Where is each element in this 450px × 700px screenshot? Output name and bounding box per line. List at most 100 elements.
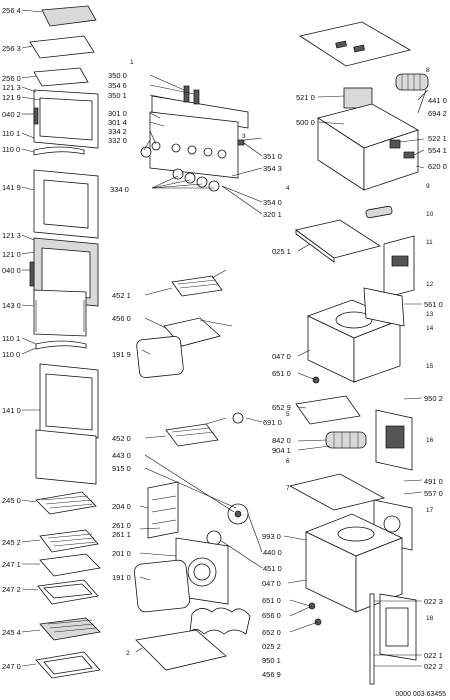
label-354-6: 354 6 bbox=[108, 81, 127, 90]
top-cover bbox=[298, 21, 412, 67]
label-456-0: 456 0 bbox=[112, 314, 131, 323]
label-025-1: 025 1 bbox=[272, 247, 291, 256]
part-191-0 bbox=[134, 559, 190, 613]
part-452-0 bbox=[165, 417, 227, 447]
part-301-0 bbox=[149, 111, 239, 179]
label-620-0: 620 0 bbox=[428, 162, 447, 171]
label-141-0: 141 0 bbox=[2, 406, 21, 415]
label-334-0: 334 0 bbox=[110, 185, 129, 194]
label-110-1: 110 1 bbox=[2, 129, 20, 138]
part-245-0 bbox=[35, 491, 97, 515]
label-521-0: 521 0 bbox=[296, 93, 315, 102]
label-350-0: 350 0 bbox=[108, 71, 127, 80]
ref-2: 2 bbox=[126, 650, 130, 657]
label-040-2: 040 2 bbox=[2, 110, 21, 119]
label-245-0: 245 0 bbox=[2, 496, 21, 505]
label-950-2: 950 2 bbox=[424, 394, 443, 403]
part-245-4 bbox=[39, 617, 101, 641]
ref-4: 4 bbox=[286, 185, 290, 192]
part-354-6 bbox=[193, 89, 200, 105]
ref-16: 16 bbox=[426, 437, 434, 444]
label-301-0: 301 0 bbox=[108, 109, 127, 118]
knob-332-0 bbox=[140, 146, 152, 158]
part-245-2 bbox=[39, 529, 99, 553]
glass-inner-141-0 bbox=[45, 373, 93, 431]
door-handle-upper bbox=[33, 146, 85, 156]
label-201-0: 201 0 bbox=[112, 549, 131, 558]
knob-334-0-b bbox=[184, 172, 196, 184]
label-320-1: 320 1 bbox=[263, 210, 282, 219]
control-panel-strip bbox=[151, 95, 249, 129]
label-191-0: 191 0 bbox=[112, 573, 131, 582]
left-column-parts: 256 4 256 3 256 0 121 3 121 9 040 2 110 … bbox=[2, 5, 101, 679]
door-handle-lower bbox=[35, 340, 87, 350]
vent-duct bbox=[365, 205, 393, 219]
ref-9: 9 bbox=[426, 183, 430, 190]
part-247-1 bbox=[39, 553, 101, 577]
label-110-0: 110 0 bbox=[2, 145, 20, 154]
label-261-0: 261 0 bbox=[112, 521, 131, 530]
label-554-1: 554 1 bbox=[428, 146, 447, 155]
label-121-9: 121 9 bbox=[2, 93, 21, 102]
label-256-0: 256 0 bbox=[2, 74, 21, 83]
label-354-0: 354 0 bbox=[263, 198, 282, 207]
ref-3: 3 bbox=[242, 133, 246, 140]
ref-15: 15 bbox=[426, 363, 434, 370]
label-256-4: 256 4 bbox=[2, 6, 21, 15]
ref-13: 13 bbox=[426, 311, 434, 318]
part-040-0 bbox=[29, 261, 35, 287]
ref-14: 14 bbox=[426, 325, 434, 332]
plate-7 bbox=[288, 473, 386, 511]
part-452-1 bbox=[171, 269, 227, 297]
label-022-2: 022 2 bbox=[424, 662, 443, 671]
part-351-0 bbox=[237, 139, 245, 146]
label-261-1: 261 1 bbox=[112, 530, 131, 539]
label-301-4: 301 4 bbox=[108, 118, 127, 127]
part-350-0 bbox=[183, 85, 190, 103]
label-656-0: 656 0 bbox=[262, 611, 281, 620]
part-522-1 bbox=[389, 139, 401, 149]
label-110-0b: 110 0 bbox=[2, 350, 20, 359]
label-121-3: 121 3 bbox=[2, 83, 21, 92]
ref-10: 10 bbox=[426, 211, 434, 218]
part-842-0 bbox=[325, 431, 367, 449]
rear-panel-11 bbox=[383, 235, 415, 299]
cavity-lower-right bbox=[355, 537, 403, 613]
label-694-2: 694 2 bbox=[428, 109, 447, 118]
label-842-0: 842 0 bbox=[272, 436, 291, 445]
label-950-1: 950 1 bbox=[262, 656, 281, 665]
part-691-0 bbox=[232, 412, 244, 424]
label-025-2: 025 2 bbox=[262, 642, 281, 651]
cavity-upper-right bbox=[353, 319, 401, 383]
label-350-1: 350 1 bbox=[108, 91, 127, 100]
label-452-0: 452 0 bbox=[112, 434, 131, 443]
label-121-3b: 121 3 bbox=[2, 231, 21, 240]
reference-numbers: 1 2 3 4 5 6 7 8 9 10 11 12 13 14 15 16 1… bbox=[126, 59, 434, 657]
label-915-0: 915 0 bbox=[112, 464, 131, 473]
part-456-9 bbox=[135, 629, 227, 671]
label-022-1: 022 1 bbox=[424, 651, 443, 660]
label-204-0: 204 0 bbox=[112, 502, 131, 511]
door-window-lower bbox=[41, 247, 91, 299]
label-651-0-upper: 651 0 bbox=[272, 369, 291, 378]
ref-17: 17 bbox=[426, 507, 434, 514]
label-141-9: 141 9 bbox=[2, 183, 21, 192]
door-window-upper bbox=[39, 97, 93, 141]
part-441-0 bbox=[395, 73, 429, 91]
label-443-0: 443 0 bbox=[112, 451, 131, 460]
knob-334-0-c bbox=[196, 176, 208, 188]
label-904-1: 904 1 bbox=[272, 446, 291, 455]
label-247-1: 247 1 bbox=[2, 560, 21, 569]
part-256-4 bbox=[41, 5, 97, 27]
label-491-0: 491 0 bbox=[424, 477, 443, 486]
label-143-0: 143 0 bbox=[2, 301, 21, 310]
part-143-0 bbox=[33, 289, 87, 337]
label-351-0: 351 0 bbox=[263, 152, 282, 161]
glass-panel-extra bbox=[35, 429, 97, 485]
ref-12: 12 bbox=[426, 281, 434, 288]
glass-inner-141-9 bbox=[43, 179, 89, 229]
label-247-0: 247 0 bbox=[2, 662, 21, 671]
label-110-1b: 110 1 bbox=[2, 334, 20, 343]
label-652-0: 652 0 bbox=[262, 628, 281, 637]
ref-11: 11 bbox=[426, 239, 433, 246]
